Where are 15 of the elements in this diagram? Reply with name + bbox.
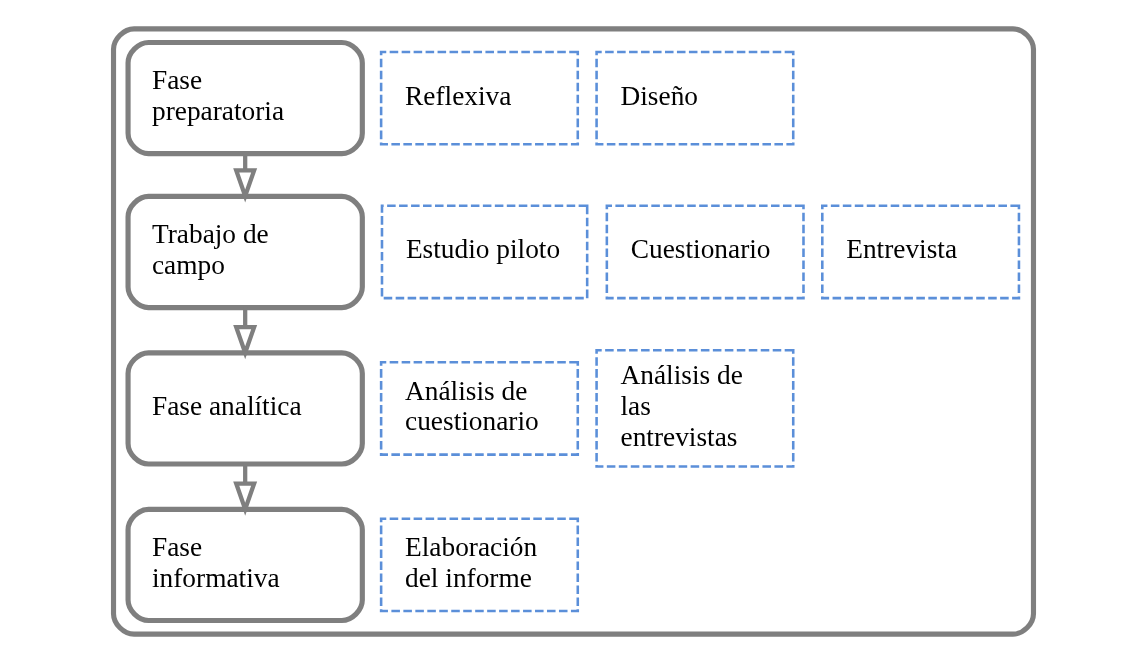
arrow (233, 464, 258, 516)
node-box: Trabajo de campo (125, 193, 365, 311)
node-box: Fase analítica (125, 350, 365, 467)
cluster (110, 26, 1037, 637)
node-box: Diseño (595, 50, 795, 146)
node-box: Elaboración del informe (379, 517, 580, 613)
node-box: Entrevista (821, 204, 1021, 300)
node-box: Fase preparatoria (125, 39, 365, 157)
node-box: Análisis de las entrevistas (595, 349, 795, 468)
arrow (233, 307, 258, 360)
node-box: Análisis de cuestionario (379, 361, 580, 456)
node-box: Fase informativa (125, 506, 365, 624)
node-box: Estudio piloto (380, 204, 589, 300)
node-box: Reflexiva (379, 50, 580, 146)
node-box: Cuestionario (605, 204, 805, 300)
